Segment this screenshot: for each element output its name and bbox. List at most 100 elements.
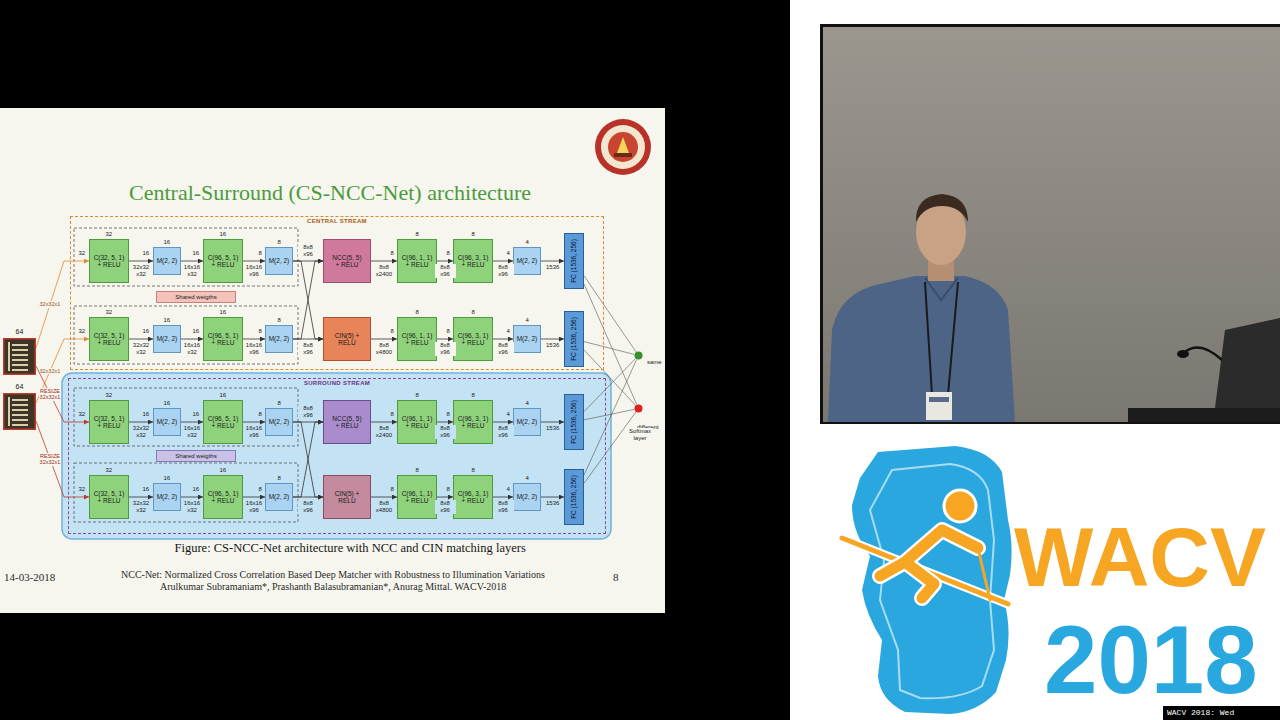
conv-layer: C(96, 5, 1) + RELU bbox=[203, 317, 243, 361]
paper-authors: Arulkumar Subramaniam*, Prashanth Balasu… bbox=[160, 581, 506, 593]
tensor-size: 8x8 x96 bbox=[435, 425, 456, 439]
connector bbox=[181, 422, 203, 423]
label-slot: 16 bbox=[163, 400, 171, 407]
connector bbox=[293, 261, 323, 339]
patch-stroke bbox=[12, 409, 28, 411]
tensor-size: 8x8 x96 bbox=[493, 500, 514, 514]
dimension-number: 32 bbox=[105, 309, 113, 316]
label-slot: 8x8 x96 bbox=[493, 264, 514, 278]
label-slot: 8x8 x96 bbox=[435, 500, 456, 514]
tensor-size: 16x16 x96 bbox=[244, 264, 265, 278]
connector bbox=[243, 497, 265, 498]
dimension-number: 8 bbox=[390, 486, 394, 493]
dimension-number: 8 bbox=[471, 392, 475, 399]
label-slot: 14-03-2018 bbox=[4, 571, 55, 584]
dimension-number: 8 bbox=[277, 400, 281, 407]
fc-layer: FC (1536, 256) bbox=[564, 311, 584, 367]
conv-layer: C(96, 5, 1) + RELU bbox=[203, 475, 243, 519]
dimension-number: 16 bbox=[192, 250, 200, 257]
white-ground bbox=[790, 0, 1280, 720]
output-dot-fill bbox=[635, 405, 643, 413]
dimension-number: 4 bbox=[506, 328, 510, 335]
output-dot bbox=[634, 404, 643, 413]
layer-text: C(32, 5, 1) + RELU bbox=[92, 254, 126, 269]
layer-text: NCC(5, 5) + RELU bbox=[331, 254, 363, 269]
label-slot: 16 bbox=[163, 239, 171, 246]
dimension-number: 8 bbox=[277, 239, 281, 246]
label-slot: 16 bbox=[192, 411, 200, 418]
conv-layer: C(32, 5, 1) + RELU bbox=[89, 400, 129, 444]
dimension-number: 8 bbox=[258, 328, 262, 335]
dimension-number: 8 bbox=[277, 475, 281, 482]
connector bbox=[584, 359, 635, 412]
dimension-number: 8 bbox=[415, 231, 419, 238]
label-slot: 16x16 x96 bbox=[244, 500, 265, 514]
tensor-size: 8x8 x96 bbox=[493, 425, 514, 439]
layer-text: M(2, 2) bbox=[157, 335, 178, 343]
dimension-number: 32 bbox=[105, 231, 113, 238]
layer-text: Shared weigths bbox=[175, 453, 216, 460]
label-slot: 8 bbox=[446, 486, 450, 493]
logo-wordmark: WACV bbox=[1014, 515, 1266, 599]
dimension-number: 8 bbox=[415, 392, 419, 399]
patch-stroke bbox=[12, 364, 28, 366]
pool-layer: M(2, 2) bbox=[265, 408, 293, 436]
label-slot: 8 bbox=[415, 467, 419, 474]
label-slot: 8x8 x2400 bbox=[374, 425, 395, 439]
label-slot: 1536 bbox=[546, 500, 560, 507]
layer-text: FC (1536, 256) bbox=[570, 400, 578, 444]
label-slot: Central-Surround (CS-NCC-Net) architectu… bbox=[129, 180, 531, 206]
label-slot: 32x32x1 bbox=[40, 301, 61, 308]
label-slot: 8x8 x96 bbox=[298, 405, 319, 419]
label-slot: 4 bbox=[525, 400, 529, 407]
connector bbox=[36, 421, 89, 497]
label-slot: 16 bbox=[142, 328, 150, 335]
label-slot: 16 bbox=[219, 467, 227, 474]
connector bbox=[493, 339, 513, 340]
connector bbox=[129, 422, 153, 423]
tensor-size: 32x32 x32 bbox=[131, 264, 152, 278]
conv-layer: C(96, 3, 1) + RELU bbox=[453, 317, 493, 361]
dimension-number: 16 bbox=[219, 392, 227, 399]
connector bbox=[36, 339, 89, 403]
pool-layer: M(2, 2) bbox=[513, 408, 541, 436]
figure-caption: Figure: CS-NCC-Net architecture with NCC… bbox=[175, 541, 526, 556]
slide bbox=[0, 108, 665, 613]
label-slot: RESIZE 32x32x1 bbox=[39, 453, 61, 466]
tensor-size: 1536 bbox=[546, 264, 560, 271]
stream-title: SURROUND STREAM bbox=[69, 380, 605, 387]
slide-title: Central-Surround (CS-NCC-Net) architectu… bbox=[129, 180, 531, 206]
dimension-number: 16 bbox=[219, 309, 227, 316]
conv-layer: C(32, 5, 1) + RELU bbox=[89, 239, 129, 283]
connector bbox=[293, 422, 323, 497]
label-slot: 32x32 x32 bbox=[131, 500, 152, 514]
input-patch: 64 bbox=[3, 393, 36, 430]
conv-layer: C(96, 3, 1) + RELU bbox=[453, 239, 493, 283]
pool-layer: M(2, 2) bbox=[513, 325, 541, 353]
connector bbox=[437, 261, 453, 262]
label-slot: 16x16 x96 bbox=[244, 342, 265, 356]
connector bbox=[243, 261, 265, 262]
logo-skier bbox=[842, 490, 1008, 604]
patch-stroke bbox=[12, 359, 28, 361]
tensor-size: 32x32 x32 bbox=[131, 425, 152, 439]
dimension-number: 32 bbox=[105, 467, 113, 474]
layer-text: M(2, 2) bbox=[157, 493, 178, 501]
dimension-number: 8 bbox=[258, 411, 262, 418]
edge-label: 32x32x1 bbox=[40, 368, 61, 375]
connector bbox=[36, 366, 89, 422]
layer-text: CIN(5) + RELU bbox=[331, 490, 363, 505]
dimension-number: 32 bbox=[78, 411, 86, 418]
layer-text: C(96, 5, 1) + RELU bbox=[206, 415, 240, 430]
label-slot: 32 bbox=[105, 231, 113, 238]
conv-layer: C(96, 5, 1) + RELU bbox=[203, 400, 243, 444]
pool-layer: M(2, 2) bbox=[153, 247, 181, 275]
connector bbox=[181, 339, 203, 340]
layer-text: C(96, 3, 1) + RELU bbox=[456, 332, 490, 347]
connector bbox=[243, 339, 265, 340]
dimension-number: 8 bbox=[390, 250, 394, 257]
black-ground bbox=[0, 0, 790, 720]
tensor-size: 8x8 x96 bbox=[298, 244, 319, 258]
label-slot: 16 bbox=[142, 250, 150, 257]
label-slot: 8 bbox=[258, 328, 262, 335]
